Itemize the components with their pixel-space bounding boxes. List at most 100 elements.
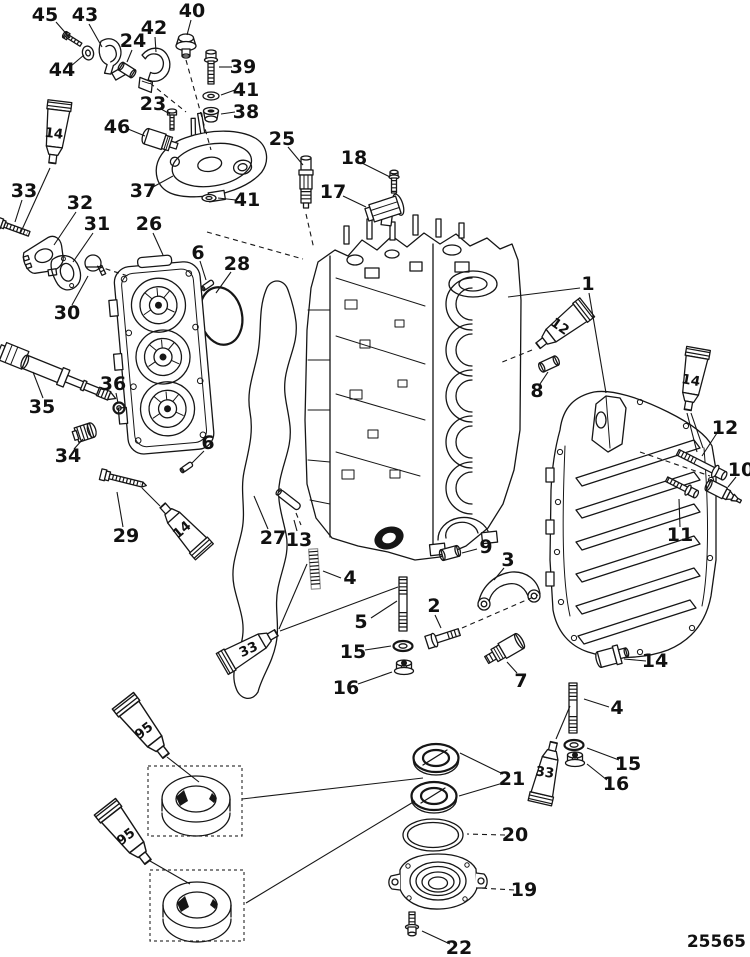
tube-label: 33 <box>534 763 555 781</box>
callout-17: 17 <box>320 181 346 203</box>
dowel-pin-6a <box>200 279 215 292</box>
sealant-tube <box>93 797 152 866</box>
clip-42 <box>138 47 171 94</box>
callout-41: 41 <box>233 79 259 101</box>
construction-line <box>295 512 302 526</box>
callout-leader-line <box>220 111 236 115</box>
callout-43: 43 <box>72 4 98 26</box>
stud-5 <box>398 576 408 632</box>
sealant-tube <box>111 691 170 760</box>
seal-kit-box-b <box>149 869 245 943</box>
construction-line <box>185 59 212 151</box>
callout-leader-line <box>322 570 342 579</box>
washer-41-lower <box>201 193 217 203</box>
dowel-9 <box>438 544 462 562</box>
spacer-24 <box>117 61 137 79</box>
callout-leader-line <box>70 54 85 67</box>
callout-leader-line <box>53 211 77 246</box>
seal-kit-box-a <box>147 765 243 837</box>
callout-leader-line <box>421 930 451 945</box>
callout-leader-line <box>701 432 718 457</box>
tube-leader-line <box>149 860 191 885</box>
callout-37: 37 <box>130 180 156 202</box>
grommet-38 <box>202 106 220 123</box>
callout-16: 16 <box>603 773 629 795</box>
callout-leader-line <box>14 199 23 223</box>
callout-leader-line <box>461 548 478 554</box>
callout-leader-line <box>458 782 504 797</box>
callout-leader-line <box>361 162 391 178</box>
sealant-tube <box>45 99 73 165</box>
bolt-22 <box>404 911 420 937</box>
callout-leader-line <box>215 271 232 294</box>
callout-4: 4 <box>610 697 623 719</box>
washer-15-right <box>563 738 585 752</box>
dowel-8 <box>538 355 560 373</box>
callout-leader-line <box>357 671 393 685</box>
callout-20: 20 <box>502 824 528 846</box>
nut-16-right <box>564 751 586 768</box>
oil-seal-21b <box>410 780 458 814</box>
tube-leader-line <box>19 167 51 235</box>
sensor-7 <box>484 632 526 665</box>
callout-22: 22 <box>446 937 472 957</box>
callout-leader-line <box>583 698 610 708</box>
construction-line <box>149 82 187 113</box>
tube-leader-line <box>686 412 698 453</box>
callout-leader-line <box>507 287 581 298</box>
callout-leader-line <box>678 498 681 528</box>
callout-11: 11 <box>667 524 693 546</box>
tube-label: 14 <box>44 125 65 143</box>
block-gasket-27 <box>232 280 297 699</box>
nut-16-left <box>393 659 415 676</box>
callout-leader-line <box>287 146 304 166</box>
callout-leader-line <box>154 36 157 53</box>
callout-44: 44 <box>49 59 75 81</box>
callout-38: 38 <box>233 101 259 123</box>
screw-29 <box>98 468 147 488</box>
cylinder-block-1 <box>304 214 522 561</box>
callout-leader-line <box>191 450 205 464</box>
callout-7: 7 <box>514 670 527 692</box>
cylinder-head-26 <box>108 254 215 455</box>
construction-line <box>206 231 304 260</box>
end-cap-plate-1 <box>545 390 717 659</box>
callout-leader-line <box>588 292 607 394</box>
callout-leader-line <box>160 108 171 115</box>
tube-leader-line <box>690 412 704 449</box>
callout-31: 31 <box>84 213 110 235</box>
ring-36 <box>112 401 126 415</box>
fitting-10 <box>704 479 743 504</box>
construction-line <box>305 213 315 250</box>
callout-leader-line <box>370 600 398 619</box>
callout-leader-line <box>217 197 237 201</box>
ring-b <box>162 881 232 943</box>
callout-35: 35 <box>29 396 55 418</box>
callout-5: 5 <box>354 611 367 633</box>
callout-15: 15 <box>340 641 366 663</box>
callout-leader-line <box>199 260 207 281</box>
callout-46: 46 <box>104 116 130 138</box>
sealant-tube <box>682 345 712 412</box>
callout-40: 40 <box>179 0 205 22</box>
plug-40 <box>175 33 197 59</box>
callout-leader-line <box>586 747 620 761</box>
plug-34 <box>71 422 97 443</box>
callout-10: 10 <box>728 459 750 481</box>
callout-leader-line <box>506 661 518 674</box>
callout-leader-line <box>73 438 84 450</box>
engine-exploded-drawing <box>0 30 743 943</box>
callout-16: 16 <box>333 677 359 699</box>
stud-4-left <box>307 548 322 590</box>
construction-line <box>96 265 132 278</box>
callout-6: 6 <box>191 242 204 264</box>
callout-4: 4 <box>343 567 356 589</box>
diagram-part-number: 25565 <box>687 932 746 952</box>
callout-12: 12 <box>712 417 738 439</box>
callout-1: 1 <box>581 273 594 295</box>
bolt-39 <box>203 49 219 85</box>
